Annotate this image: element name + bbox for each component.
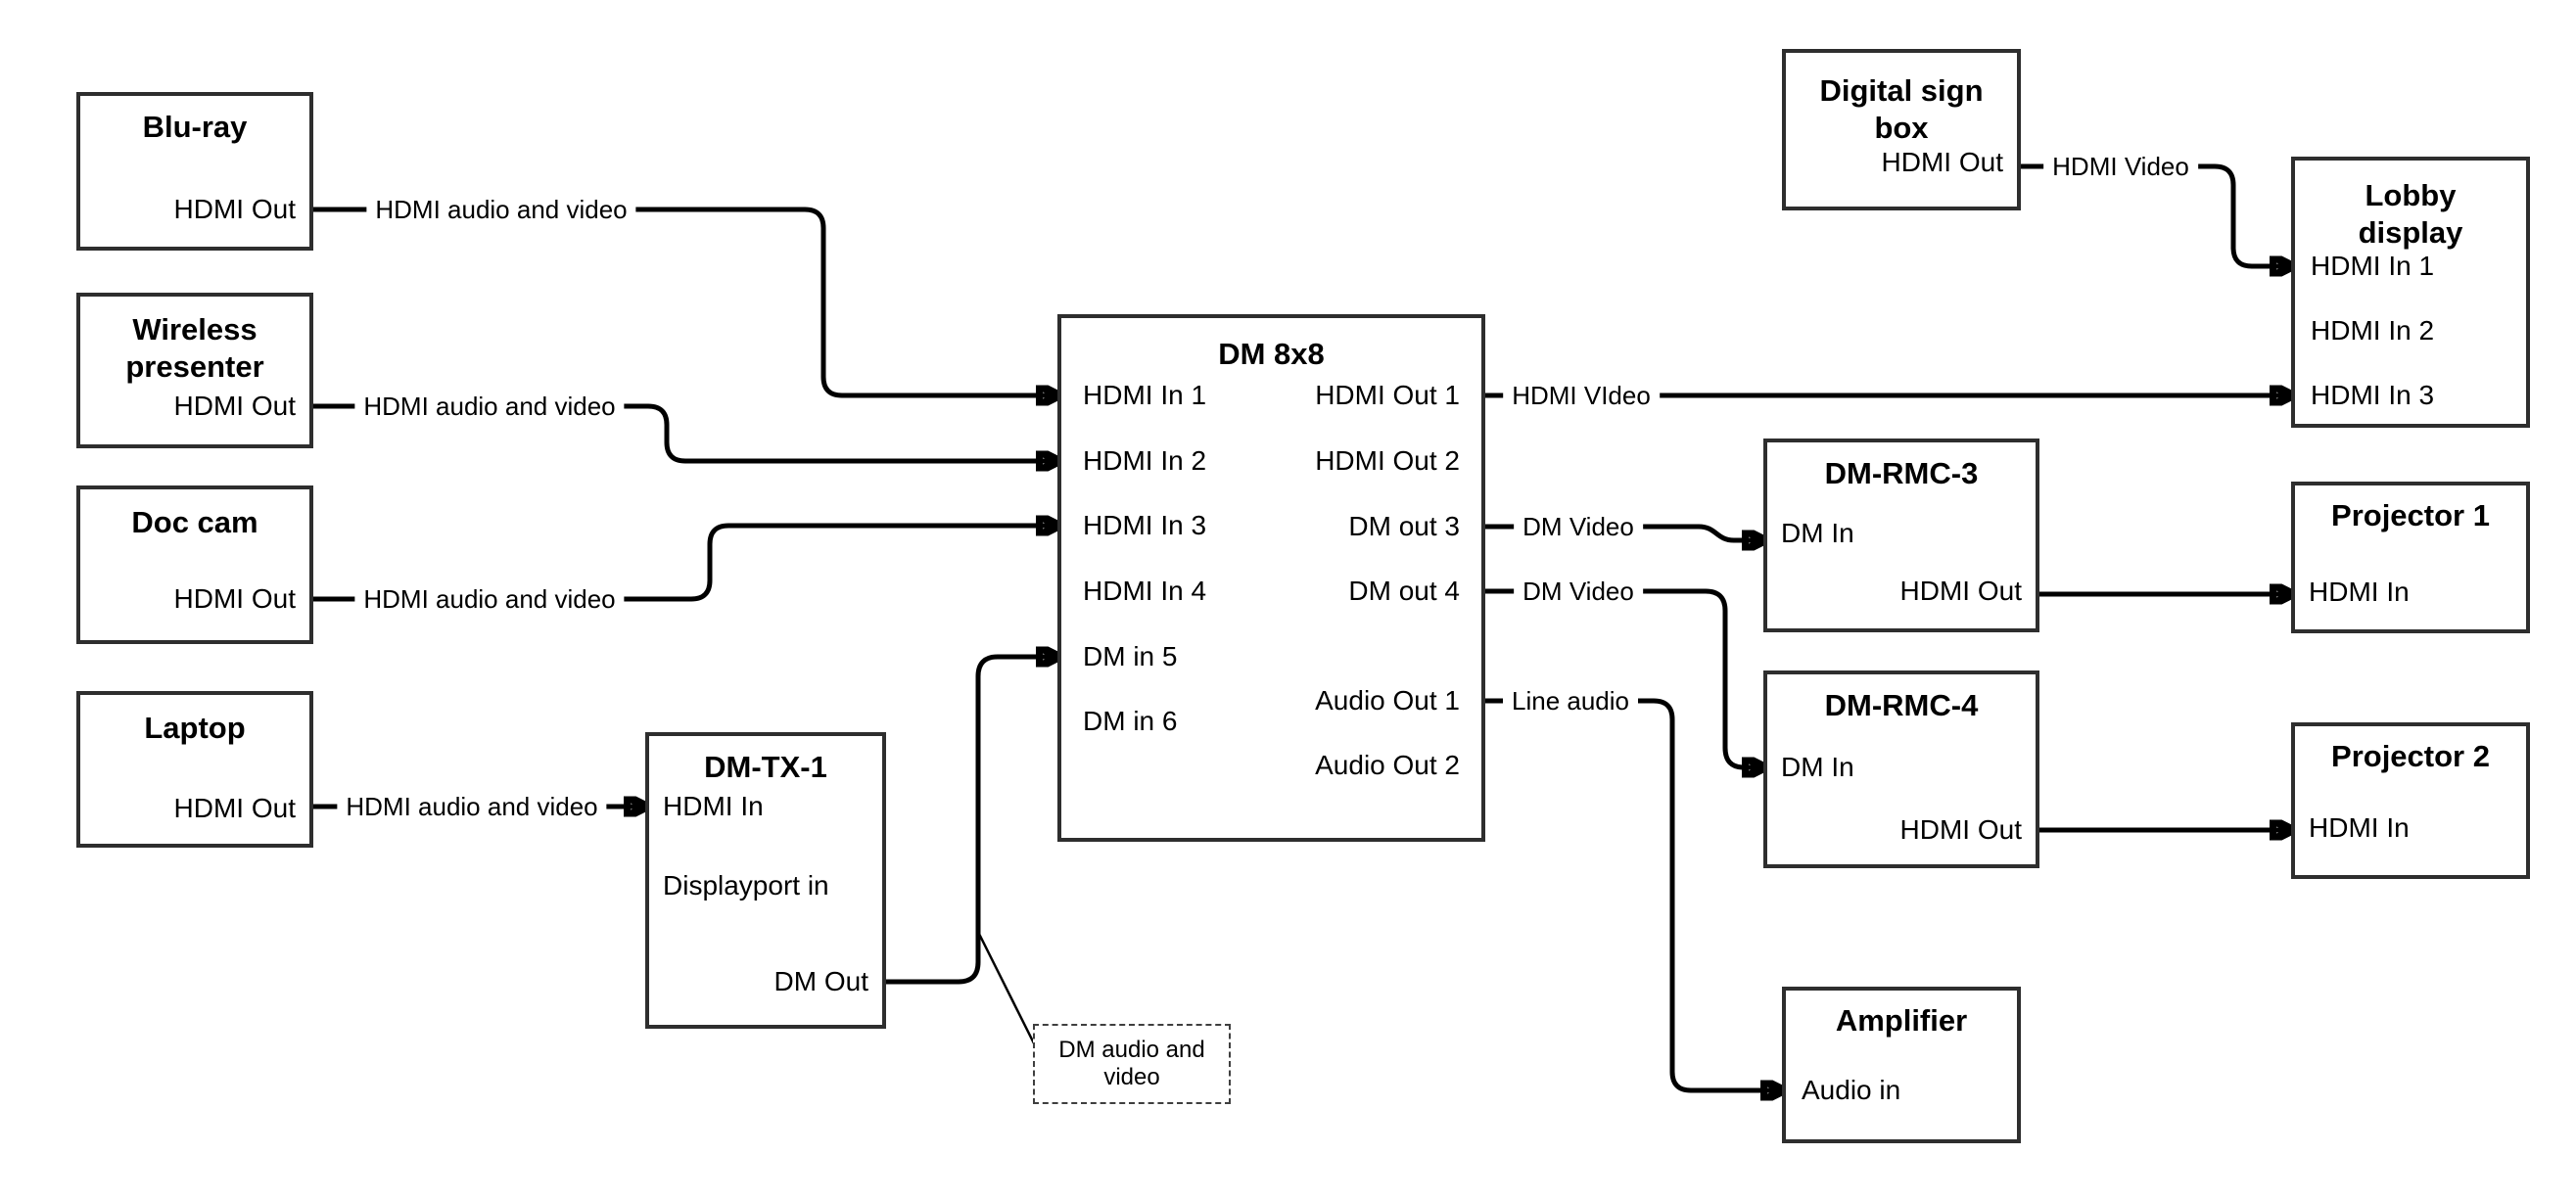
port-audio-out-1: Audio Out 1 xyxy=(1315,685,1460,716)
port-audio-out-2: Audio Out 2 xyxy=(1315,750,1460,780)
node-laptop: Laptop HDMI Out xyxy=(76,691,313,848)
port-hdmi-out: HDMI Out xyxy=(1881,147,2003,177)
node-title: DM-RMC-4 xyxy=(1824,688,1979,722)
wire-label-hdmi-audio-and-video-1: HDMI audio and video xyxy=(366,194,636,225)
node-title: Amplifier xyxy=(1835,1003,1968,1038)
node-title: Doc cam xyxy=(131,505,258,539)
node-title: Lobby display xyxy=(2358,178,2463,250)
node-digital-sign-box: Digital sign box HDMI Out xyxy=(1782,49,2021,210)
node-title: Projector 1 xyxy=(2331,498,2490,532)
port-hdmi-in-1: HDMI In 1 xyxy=(2311,251,2435,281)
node-dm-rmc-3: DM-RMC-3 DM In HDMI Out xyxy=(1763,439,2039,632)
wire-label-hdmi-video-out1: HDMI VIdeo xyxy=(1503,380,1660,411)
wire-dm8x8-audio-out-1-to-amplifier-audio-in xyxy=(1485,698,1782,1090)
port-hdmi-out: HDMI Out xyxy=(173,391,296,421)
node-projector-2: Projector 2 HDMI In xyxy=(2291,722,2530,879)
node-dm-8x8: DM 8x8 HDMI In 1 HDMI In 2 HDMI In 3 HDM… xyxy=(1057,314,1485,842)
port-audio-in: Audio in xyxy=(1802,1075,1901,1105)
wire-label-dm-video-1: DM Video xyxy=(1514,511,1643,542)
port-hdmi-in-4: HDMI In 4 xyxy=(1083,576,1207,606)
port-hdmi-in-1: HDMI In 1 xyxy=(1083,380,1207,410)
wire-label-line-audio: Line audio xyxy=(1503,685,1638,716)
node-dm-rmc-4: DM-RMC-4 DM In HDMI Out xyxy=(1763,670,2039,868)
node-title: Blu-ray xyxy=(142,110,248,144)
port-hdmi-out: HDMI Out xyxy=(173,194,296,224)
port-hdmi-in-3: HDMI In 3 xyxy=(1083,510,1207,540)
node-dm-tx-1: DM-TX-1 HDMI In Displayport in DM Out xyxy=(645,732,886,1029)
node-title: Projector 2 xyxy=(2331,739,2490,773)
node-title: DM-RMC-3 xyxy=(1824,456,1979,490)
wire-label-hdmi-audio-and-video-4: HDMI audio and video xyxy=(337,791,607,822)
wire-label-hdmi-audio-and-video-2: HDMI audio and video xyxy=(354,391,625,422)
node-blu-ray: Blu-ray HDMI Out xyxy=(76,92,313,251)
wire-label-dm-video-2: DM Video xyxy=(1514,576,1643,607)
port-hdmi-out: HDMI Out xyxy=(1899,814,2022,845)
port-dm-in-5: DM in 5 xyxy=(1083,641,1178,671)
port-hdmi-in-2: HDMI In 2 xyxy=(1083,445,1207,476)
wire-dm-tx-1-dm-out-to-dm8x8-dm-in-5 xyxy=(886,657,1057,985)
node-title: Laptop xyxy=(144,711,246,745)
port-dm-out-4: DM out 4 xyxy=(1348,576,1460,606)
port-displayport-in: Displayport in xyxy=(663,870,829,901)
port-hdmi-in-2: HDMI In 2 xyxy=(2311,315,2435,346)
node-projector-1: Projector 1 HDMI In xyxy=(2291,482,2530,633)
note-leader-line xyxy=(976,931,1036,1044)
node-title: Wireless presenter xyxy=(125,312,264,384)
node-doc-cam: Doc cam HDMI Out xyxy=(76,485,313,644)
port-hdmi-out: HDMI Out xyxy=(173,583,296,614)
port-dm-in-6: DM in 6 xyxy=(1083,706,1178,736)
node-wireless-presenter: Wireless presenter HDMI Out xyxy=(76,293,313,448)
port-hdmi-out-2: HDMI Out 2 xyxy=(1315,445,1460,476)
wire-label-hdmi-audio-and-video-3: HDMI audio and video xyxy=(354,583,625,615)
port-hdmi-out: HDMI Out xyxy=(1899,576,2022,606)
wire-wireless-presenter-to-dm8x8-hdmi-in-2 xyxy=(313,403,1057,461)
port-hdmi-in: HDMI In xyxy=(2309,812,2410,843)
note-dm-audio-and-video: DM audio and video xyxy=(1033,1024,1231,1104)
node-title: DM 8x8 xyxy=(1218,337,1325,371)
node-title: Digital sign box xyxy=(1819,73,1984,145)
port-hdmi-in: HDMI In xyxy=(663,791,764,821)
wire-dm8x8-dm-out-4-to-dm-rmc-4-dm-in xyxy=(1485,588,1763,767)
port-dm-out: DM Out xyxy=(773,966,868,996)
port-hdmi-out: HDMI Out xyxy=(173,793,296,823)
node-amplifier: Amplifier Audio in xyxy=(1782,987,2021,1143)
port-hdmi-in-3: HDMI In 3 xyxy=(2311,380,2435,410)
wire-label-hdmi-video-sign: HDMI Video xyxy=(2043,151,2198,182)
wire-dm8x8-dm-out-3-to-dm-rmc-3-dm-in xyxy=(1485,524,1763,540)
wire-blu-ray-to-dm8x8-hdmi-in-1 xyxy=(313,207,1057,395)
port-dm-out-3: DM out 3 xyxy=(1348,511,1460,541)
port-hdmi-out-1: HDMI Out 1 xyxy=(1315,380,1460,410)
port-dm-in: DM In xyxy=(1781,752,1854,782)
port-dm-in: DM In xyxy=(1781,518,1854,548)
node-lobby-display: Lobby display HDMI In 1 HDMI In 2 HDMI I… xyxy=(2291,157,2530,428)
wire-doc-cam-to-dm8x8-hdmi-in-3 xyxy=(313,526,1057,602)
node-title: DM-TX-1 xyxy=(704,750,827,784)
wire-digital-sign-box-to-lobby-display-hdmi-in-1 xyxy=(2021,163,2291,266)
port-hdmi-in: HDMI In xyxy=(2309,577,2410,607)
